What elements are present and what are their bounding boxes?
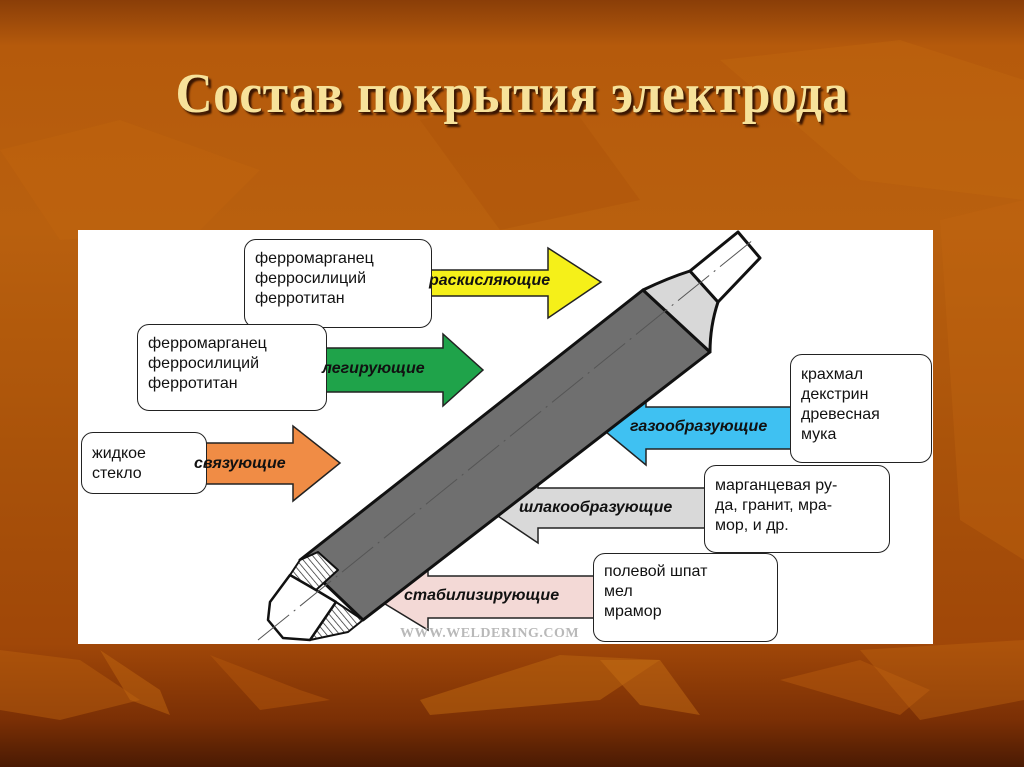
label-slag-forming: шлакообразующие xyxy=(519,499,673,516)
material-item: ферросилиций xyxy=(255,270,367,287)
electrode-rod xyxy=(266,230,762,642)
electrode-coating-diagram: ферромарганец ферросилиций ферротитан ра… xyxy=(78,230,933,644)
label-stabilizing: стабилизирующие xyxy=(404,587,560,604)
material-item: марганцевая ру- xyxy=(715,477,838,494)
material-item: мор, и др. xyxy=(715,517,789,534)
material-item: ферромарганец xyxy=(255,250,374,267)
box-deoxidizing-materials: ферромарганец ферросилиций ферротитан xyxy=(244,239,432,328)
material-item: полевой шпат xyxy=(604,563,708,580)
label-binding: связующие xyxy=(194,455,286,472)
label-deoxidizing: раскисляющие xyxy=(429,272,551,289)
material-item: стекло xyxy=(92,465,142,482)
arrow-gas-forming xyxy=(598,390,801,467)
material-item: крахмал xyxy=(801,366,864,383)
material-item: ферросилиций xyxy=(148,355,260,372)
watermark-text: WWW.WELDERING.COM xyxy=(400,626,580,641)
material-item: мука xyxy=(801,426,837,443)
material-item: мел xyxy=(604,583,633,600)
material-item: декстрин xyxy=(801,386,869,403)
box-gas-forming-materials: крахмал декстрин древесная мука xyxy=(790,354,932,463)
arrow-stabilizing xyxy=(370,561,601,632)
box-stabilizing-materials: полевой шпат мел мрамор xyxy=(593,553,778,642)
material-item: мрамор xyxy=(604,603,662,620)
box-slag-forming-materials: марганцевая ру- да, гранит, мра- мор, и … xyxy=(704,465,890,553)
material-item: ферротитан xyxy=(255,290,345,307)
label-alloying: легирующие xyxy=(322,360,425,377)
box-binding-materials: жидкое стекло xyxy=(81,432,207,494)
material-item: жидкое xyxy=(92,445,146,462)
arrow-deoxidizing xyxy=(422,246,603,320)
material-item: да, гранит, мра- xyxy=(715,497,833,514)
diagram-graphics xyxy=(187,230,801,642)
material-item: ферротитан xyxy=(148,375,238,392)
arrow-alloying xyxy=(317,332,485,408)
label-gas-forming: газообразующие xyxy=(630,418,768,435)
box-alloying-materials: ферромарганец ферросилиций ферротитан xyxy=(137,324,327,411)
slide-title: Состав покрытия электрода xyxy=(175,63,849,125)
material-item: ферромарганец xyxy=(148,335,267,352)
material-item: древесная xyxy=(801,406,880,423)
